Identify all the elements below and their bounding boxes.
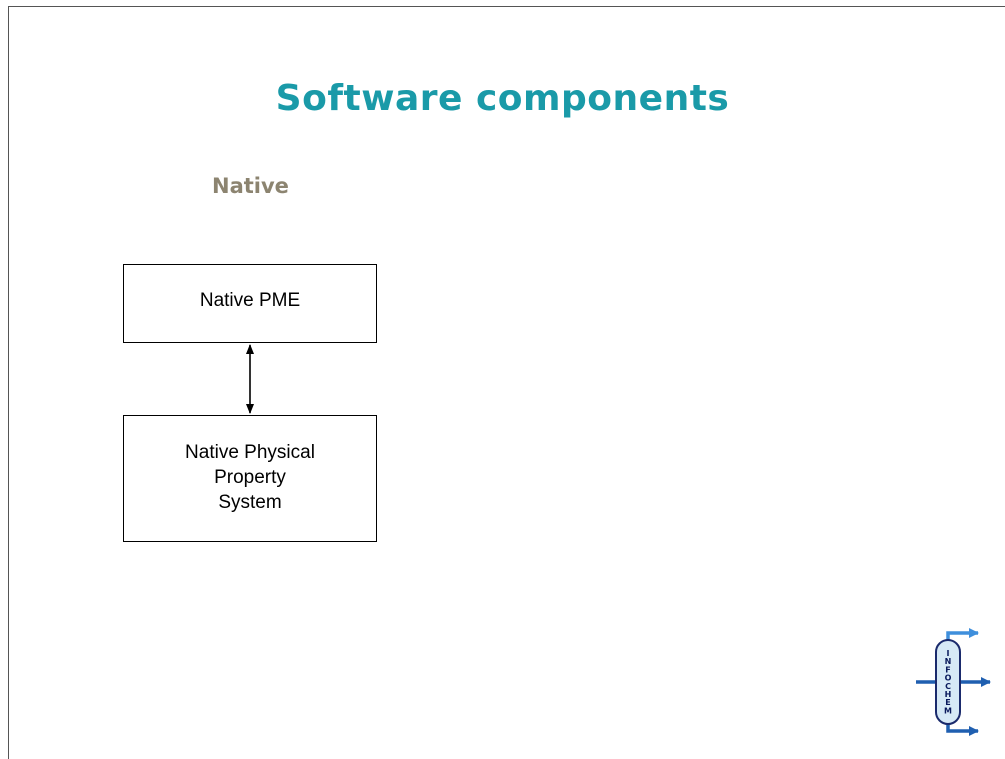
native-physical-property-system-label: Native Physical Property System <box>185 442 315 513</box>
logo-letter: C <box>945 682 951 691</box>
slide-title: Software components <box>275 78 730 119</box>
logo-letter: N <box>945 657 952 666</box>
native-pme-label: Native PME <box>199 290 301 312</box>
logo-letter: I <box>947 649 950 658</box>
logo-letter: F <box>945 665 950 674</box>
logo-letter: M <box>944 706 952 715</box>
native-physical-property-system-box: Native Physical Property System <box>123 415 377 542</box>
native-pme-box: Native PME <box>123 264 377 343</box>
logo-letter: E <box>945 698 950 707</box>
logo-letter: O <box>945 674 952 683</box>
slide-frame <box>8 6 1005 759</box>
logo-letter: H <box>945 690 952 699</box>
slide-subtitle: Native <box>212 174 289 198</box>
